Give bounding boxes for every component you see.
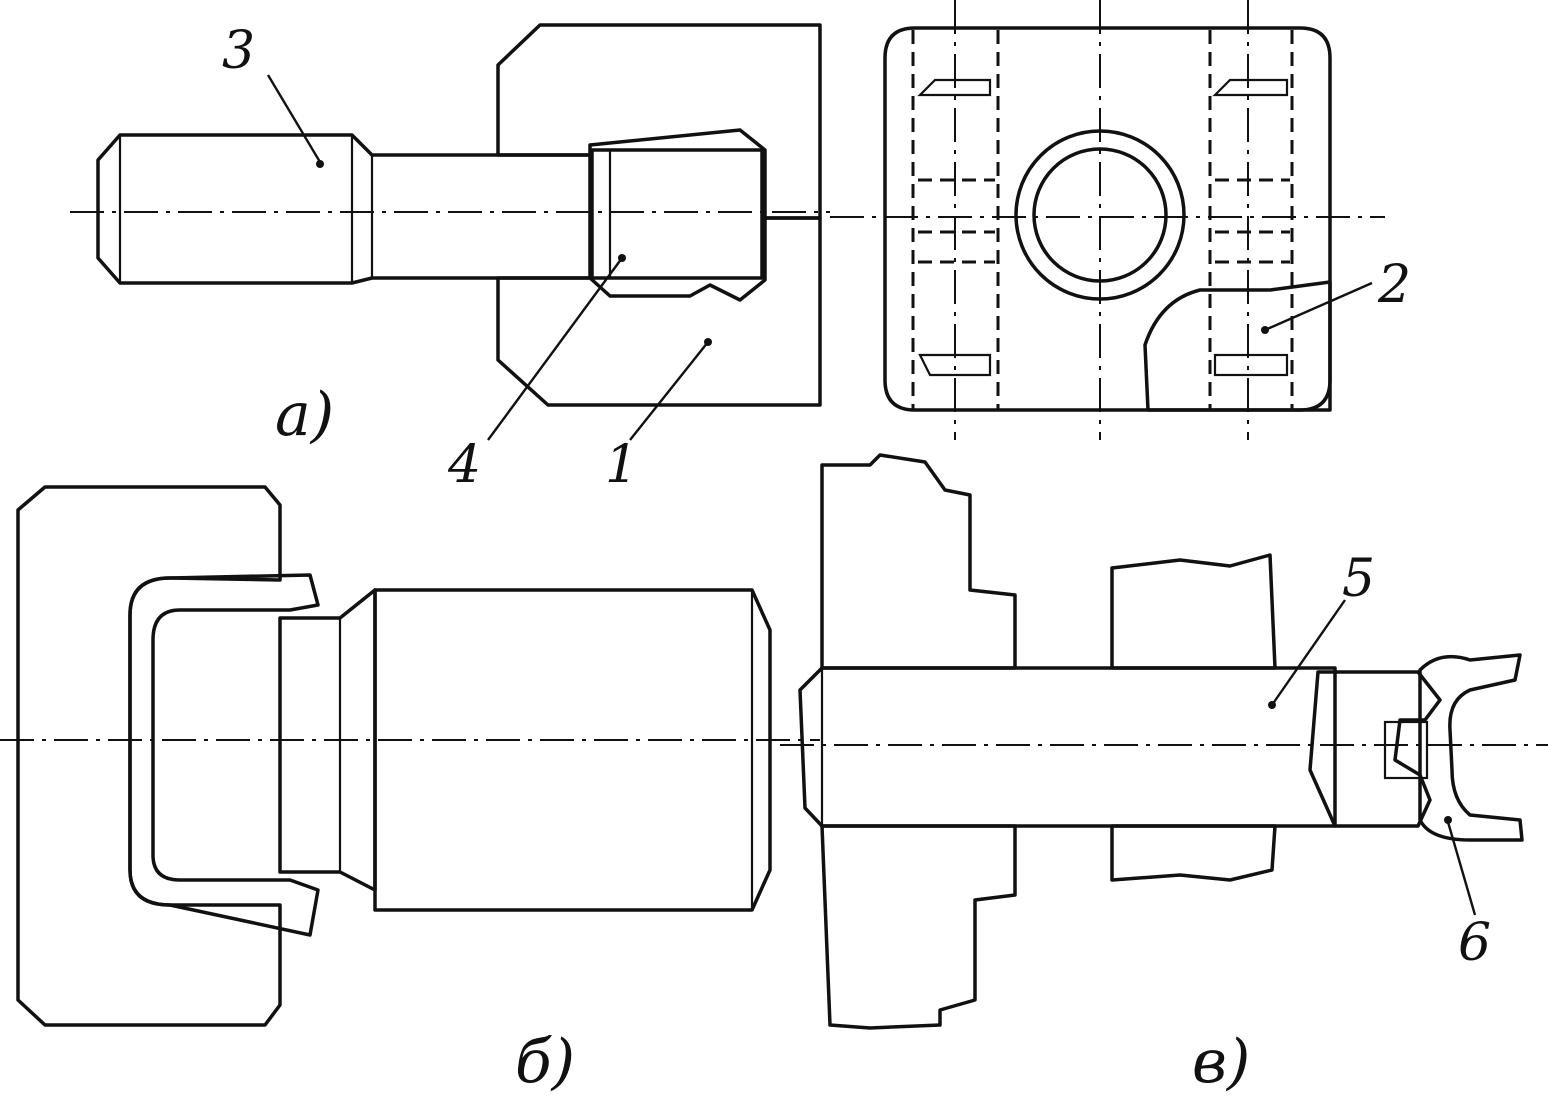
sublabel-v: в) — [1192, 1027, 1250, 1097]
plate-right-upper — [1110, 553, 1277, 670]
knurled-insert-4 — [590, 148, 764, 280]
callout-2: 2 — [1377, 255, 1411, 315]
hidden-pocket-right — [1208, 30, 1294, 410]
knob-body — [16, 485, 282, 1027]
pin-5 — [798, 666, 1337, 828]
breakout-part-2 — [1143, 280, 1332, 412]
body-1-lower — [496, 216, 822, 407]
callout-6: 6 — [1458, 913, 1491, 973]
callout-4: 4 — [447, 435, 481, 495]
callout-1: 1 — [605, 435, 638, 495]
block-outline — [883, 26, 1332, 412]
body-1-upper — [496, 23, 822, 220]
view-b-section — [0, 485, 820, 1027]
hidden-pocket-left — [911, 30, 1000, 410]
view-v-section — [780, 453, 1548, 1030]
sublabel-b: б) — [515, 1027, 575, 1097]
slot-bottom-right — [1213, 353, 1289, 377]
leader-lines — [266, 74, 1477, 916]
leader-4 — [487, 257, 623, 441]
callout-3: 3 — [222, 21, 255, 81]
ring-groove — [1383, 720, 1429, 780]
retaining-ring-6 — [1418, 653, 1524, 842]
knurled-head — [373, 588, 772, 912]
leader-1 — [629, 341, 709, 441]
leader-3 — [266, 74, 322, 163]
leader-2 — [1264, 281, 1373, 332]
pin-3 — [96, 133, 592, 285]
plate-right-lower — [1110, 824, 1277, 882]
leader-6 — [1446, 821, 1477, 916]
callout-5: 5 — [1342, 549, 1375, 609]
plate-left — [820, 453, 1017, 670]
insert-sleeve — [128, 573, 320, 937]
view-a-section — [70, 23, 830, 407]
pin-5-end-section — [1308, 670, 1442, 828]
sublabel-a: а) — [275, 380, 334, 450]
leader-5 — [1271, 599, 1346, 706]
plate-left-lower — [820, 824, 1017, 1030]
view-a-end-view — [830, 0, 1385, 440]
